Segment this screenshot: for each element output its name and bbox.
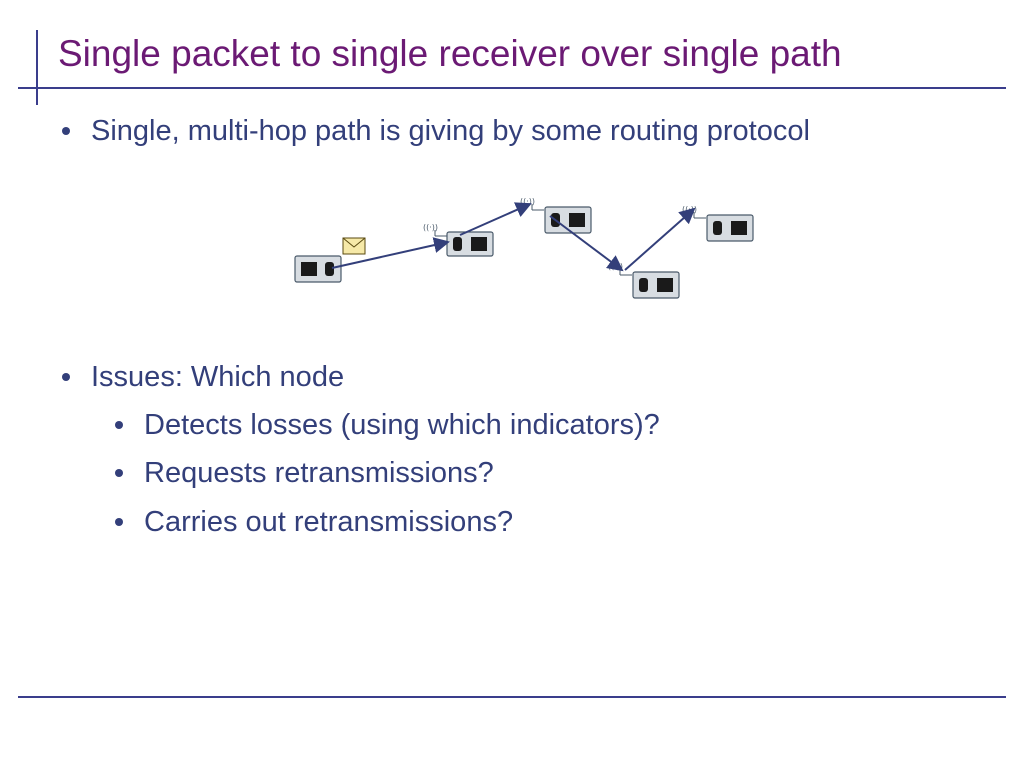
bullet-marker-1 (62, 127, 70, 135)
title-underline-rule (18, 87, 1006, 89)
antenna-icon: ((·)) (423, 223, 447, 237)
antenna-icon: ((·)) (520, 197, 544, 211)
source-node (294, 255, 342, 283)
title-vertical-rule (36, 30, 38, 105)
relay-node-2 (544, 206, 592, 234)
path-arrow-1 (331, 237, 450, 269)
sub-bullet-1: Detects losses (using which indicators)? (144, 409, 660, 441)
multi-hop-path-diagram: ((·)) ((·)) ((·)) (294, 197, 754, 299)
receiver-node (706, 214, 754, 242)
svg-text:((·)): ((·)) (423, 223, 438, 232)
bullet-1: Single, multi-hop path is giving by some… (91, 115, 810, 147)
envelope-icon (342, 237, 366, 255)
bullet-2: Issues: Which node (91, 361, 345, 393)
sub-bullet-2: Requests retransmissions? (144, 457, 494, 489)
sub-bullet-3: Carries out retransmissions? (144, 506, 514, 538)
sub-bullet-marker-3 (115, 518, 123, 526)
path-arrow-3 (549, 215, 624, 272)
relay-node-1 (446, 231, 494, 257)
sub-bullet-marker-2 (115, 469, 123, 477)
svg-text:((·)): ((·)) (520, 197, 535, 206)
bullet-marker-2 (62, 373, 70, 381)
footer-rule (18, 696, 1006, 698)
relay-node-3 (632, 271, 680, 299)
path-arrow-4 (624, 207, 696, 271)
sub-bullet-marker-1 (115, 421, 123, 429)
slide-title: Single packet to single receiver over si… (58, 33, 842, 74)
path-arrow-2 (459, 202, 532, 236)
